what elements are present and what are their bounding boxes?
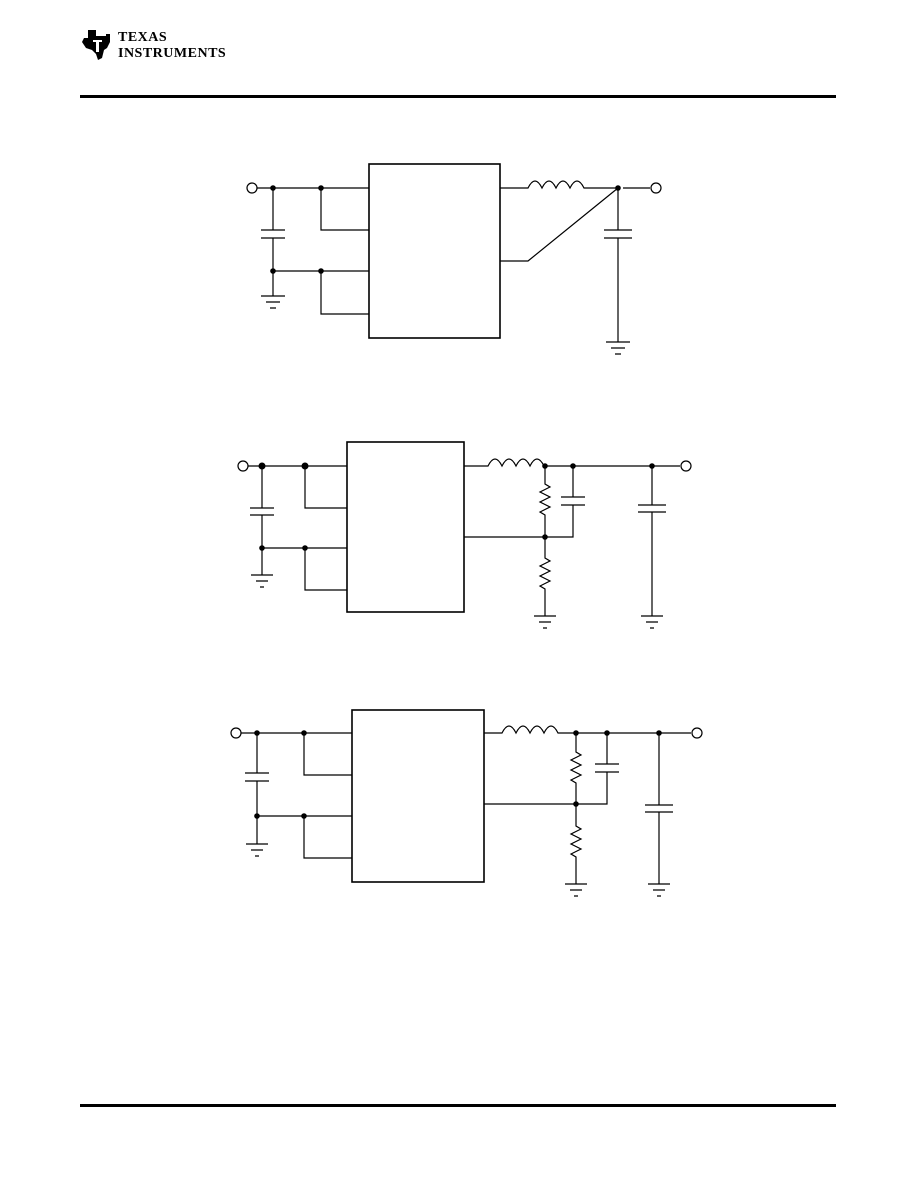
- inductor: [484, 725, 691, 735]
- ground-symbol: [534, 615, 556, 629]
- inductor: [500, 180, 618, 190]
- circuit-3: [230, 709, 703, 897]
- ground-symbol: [565, 883, 587, 897]
- ic-block: [346, 441, 465, 613]
- footer-rule: [80, 1104, 836, 1107]
- output-terminal: [680, 460, 692, 472]
- output-capacitor: [645, 804, 673, 813]
- ground-symbol: [606, 341, 630, 355]
- input-terminal: [230, 727, 242, 739]
- output-capacitor: [604, 229, 632, 239]
- ti-state-outline-icon: [82, 30, 110, 60]
- output-terminal: [691, 727, 703, 739]
- feedforward-capacitor: [595, 763, 619, 773]
- feedback-resistor-bottom: [569, 804, 583, 884]
- output-terminal: [650, 182, 662, 194]
- ground-symbol: [648, 883, 670, 897]
- ic-block: [351, 709, 485, 883]
- feedback-resistor-bottom: [538, 537, 552, 616]
- ground-symbol: [261, 295, 285, 309]
- ground-symbol: [246, 843, 268, 857]
- logo-text-instruments: INSTRUMENTS: [118, 46, 227, 61]
- input-capacitor: [250, 507, 274, 516]
- input-capacitor: [261, 229, 285, 239]
- ground-symbol: [251, 574, 273, 588]
- input-capacitor: [245, 772, 269, 782]
- output-capacitor: [638, 504, 666, 513]
- inductor: [464, 458, 680, 468]
- circuit-2: [237, 441, 692, 629]
- logo-text-texas: TEXAS: [118, 30, 168, 45]
- ground-symbol: [641, 615, 663, 629]
- ti-logo: TEXAS INSTRUMENTS: [80, 28, 230, 64]
- feedback-resistor-top: [538, 466, 552, 537]
- header-rule: [80, 95, 836, 98]
- feedback-resistor-top: [569, 733, 583, 804]
- feedforward-capacitor: [561, 496, 585, 506]
- input-terminal: [237, 460, 249, 472]
- ic-block: [368, 163, 501, 339]
- circuit-1: [246, 163, 662, 355]
- input-terminal: [246, 182, 258, 194]
